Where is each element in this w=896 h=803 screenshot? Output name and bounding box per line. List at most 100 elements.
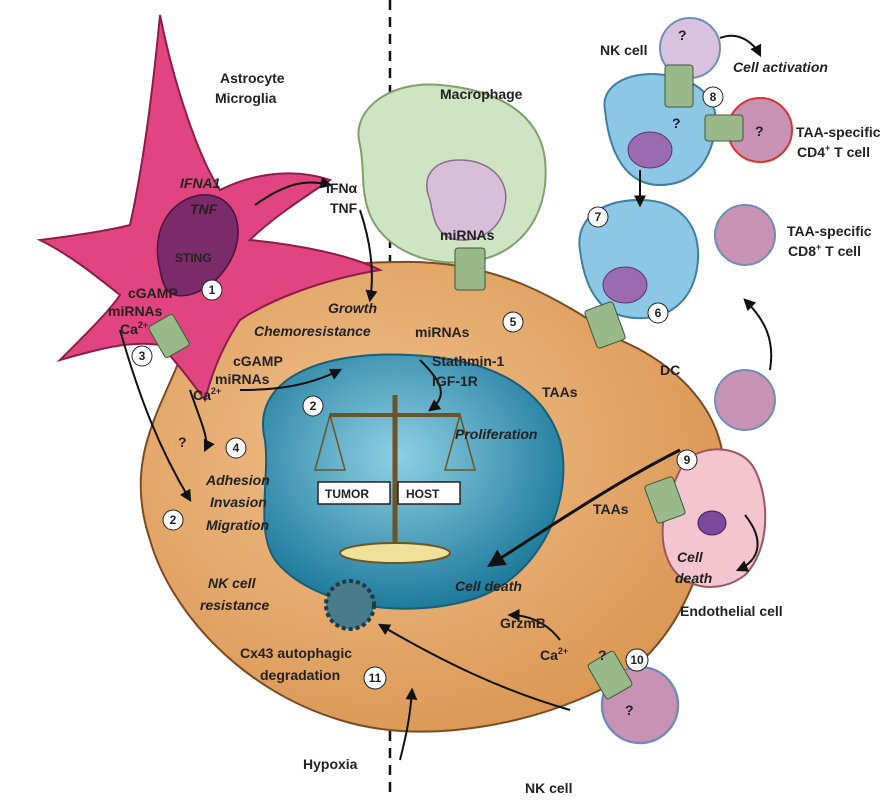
- step-11: [363, 666, 387, 690]
- t-cell-endothelial: [714, 369, 776, 431]
- q-dc-top: ?: [672, 115, 681, 131]
- nk-resistance-line2: resistance: [200, 597, 269, 613]
- arrows: [119, 34, 773, 761]
- cell-activation-label: Cell activation: [733, 59, 828, 75]
- cell-death-endo-line2: death: [675, 570, 712, 586]
- hypoxia-label: Hypoxia: [303, 756, 358, 772]
- tumor-box-label: TUMOR: [325, 487, 369, 501]
- step-4-label: 4: [233, 441, 240, 455]
- dc-bottom-nucleus: [602, 266, 648, 304]
- step-7-label: 7: [595, 210, 602, 224]
- astrocyte-label: Astrocyte: [220, 70, 285, 86]
- step-8: [702, 86, 724, 108]
- proliferation-label: Proliferation: [455, 426, 537, 442]
- macrophage-nucleus: [426, 159, 507, 241]
- ca-bottom-sup: 2+: [558, 646, 568, 656]
- stathmin-label: Stathmin-1: [432, 353, 505, 369]
- nk-cell-bottom-label: NK cell: [525, 780, 572, 796]
- step-8-label: 8: [710, 90, 717, 104]
- q-nk-top: ?: [678, 27, 687, 43]
- cell-death-endo-line1: Cell: [677, 549, 704, 565]
- tumor-box: [317, 481, 391, 505]
- step-1: [201, 279, 223, 301]
- ca-bottom-main: Ca: [540, 647, 558, 663]
- cd4-label-line1: TAA-specific: [796, 124, 881, 140]
- step-markers: [131, 86, 724, 690]
- sting-label: STING: [175, 251, 212, 265]
- autophagosome: [324, 579, 376, 631]
- step-6-label: 6: [655, 306, 662, 320]
- ca-mid-label: Ca2+: [193, 386, 221, 403]
- ca-mid-sup: 2+: [211, 386, 221, 396]
- ca-left-sup: 2+: [138, 320, 148, 330]
- macrophage-label: Macrophage: [440, 86, 523, 102]
- microglia-label: Microglia: [215, 90, 277, 106]
- mirnas-left-label: miRNAs: [108, 303, 163, 319]
- step-9: [676, 449, 698, 471]
- taas-endo-label: TAAs: [593, 501, 629, 517]
- cx43-line1: Cx43 autophagic: [240, 645, 352, 661]
- step-2b-label: 2: [170, 513, 177, 527]
- q-cd4: ?: [755, 123, 764, 139]
- cd8-label-line2: CD8+ T cell: [788, 242, 861, 259]
- cd8-label-main: CD8: [788, 243, 816, 259]
- step-6: [647, 302, 669, 324]
- nk-resistance-line1: NK cell: [208, 575, 257, 591]
- chemoresistance-label: Chemoresistance: [254, 323, 371, 339]
- step-10: [625, 648, 649, 672]
- cx43-line2: degradation: [260, 667, 340, 683]
- step-numbers: 1 2 2 3 4 5 6 7 8 9 10 11: [139, 90, 717, 685]
- ca-bottom-label: Ca2+: [540, 646, 568, 663]
- tnf-label: TNF: [330, 200, 358, 216]
- host-box: [397, 481, 461, 505]
- host-box-label: HOST: [406, 487, 440, 501]
- tumor-host-scale: [314, 395, 476, 564]
- nk-cell-top-label: NK cell: [600, 42, 647, 58]
- ca-left-main: Ca: [120, 321, 138, 337]
- taas-dc-label: TAAs: [542, 384, 578, 400]
- astrocyte-nucleus: [156, 194, 239, 297]
- cd8-label-line1: TAA-specific: [787, 223, 872, 239]
- step-2a: [302, 395, 324, 417]
- step-3-label: 3: [139, 349, 146, 363]
- q-adhesion: ?: [178, 434, 187, 450]
- step-7: [587, 206, 609, 228]
- cgamp-mid-label: cGAMP: [233, 353, 283, 369]
- adhesion-label: Adhesion: [205, 472, 270, 488]
- migration-label: Migration: [206, 517, 269, 533]
- cd4-label-sup: +: [825, 143, 830, 153]
- ca-left-label: Ca2+: [120, 320, 148, 337]
- tnf-italic-label: TNF: [190, 201, 218, 217]
- step-3: [131, 345, 153, 367]
- cgamp-left-label: cGAMP: [128, 285, 178, 301]
- ifna1-label: IFNA1: [180, 175, 221, 191]
- cd8-label-sup: +: [816, 242, 821, 252]
- growth-label: Growth: [328, 300, 377, 316]
- step-4: [225, 437, 247, 459]
- step-1-label: 1: [209, 283, 216, 297]
- dc-top-nucleus: [627, 131, 673, 169]
- dc-cell-top: [603, 73, 717, 187]
- ca-mid-main: Ca: [193, 387, 211, 403]
- q-nk-bottom-2: ?: [625, 702, 634, 718]
- cd8-label-tcell: T cell: [821, 243, 861, 259]
- igf1r-label: IGF-1R: [432, 373, 478, 389]
- step-5: [502, 311, 524, 333]
- cd4-label-tcell: T cell: [830, 144, 870, 160]
- step-9-label: 9: [684, 453, 691, 467]
- step-2a-label: 2: [310, 399, 317, 413]
- mirnas-tumor-label: miRNAs: [415, 324, 470, 340]
- mirnas-mid-label: miRNAs: [215, 371, 270, 387]
- endothelial-nucleus: [697, 510, 727, 536]
- cell-death-tumor-label: Cell death: [455, 578, 522, 594]
- dc-label: DC: [660, 362, 680, 378]
- cd8-t-cell: [714, 204, 776, 266]
- q-nk-bottom-1: ?: [598, 647, 607, 663]
- grzmb-label: GrzmB: [500, 615, 546, 631]
- mirnas-macro-label: miRNAs: [440, 227, 495, 243]
- step-5-label: 5: [510, 315, 517, 329]
- cd4-label-main: CD4: [797, 144, 825, 160]
- step-11-label: 11: [369, 671, 382, 685]
